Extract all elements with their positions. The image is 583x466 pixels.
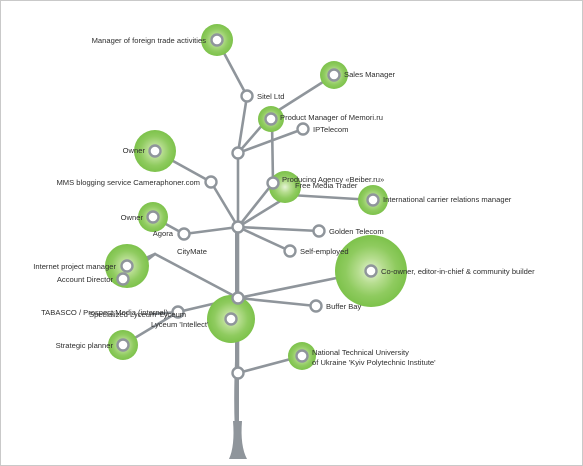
labels: Manager of foreign trade activities Sale… [33, 36, 535, 367]
node-sales-manager[interactable] [327, 68, 341, 82]
label-agora: Agora [153, 229, 174, 238]
label-owner-top: Owner [123, 146, 146, 155]
label-free-media: Free Media Trader [295, 181, 358, 190]
label-internet-pm: Internet project manager [33, 262, 116, 271]
node-internet-pm[interactable] [120, 259, 134, 273]
node-lyceum[interactable] [224, 312, 238, 326]
node-co-owner[interactable] [364, 264, 378, 278]
label-lyceum-line1: Specialized Lyceum 'Lyceum [89, 310, 186, 319]
node-buffer-bay[interactable] [309, 299, 323, 313]
label-sitel: Sitel Ltd [257, 92, 284, 101]
node-golden-telecom[interactable] [312, 224, 326, 238]
label-golden-telecom: Golden Telecom [329, 227, 384, 236]
node-sitel[interactable] [240, 89, 254, 103]
trunk-base [229, 421, 247, 459]
node-junction-center [231, 220, 245, 234]
label-strategic-planner: Strategic planner [56, 341, 114, 350]
label-self-employed: Self-employed [300, 247, 349, 256]
label-tabasco: TABASCO / Prospect Media (internal) [41, 308, 168, 317]
node-owner-mid[interactable] [146, 210, 160, 224]
node-intl-carrier[interactable] [366, 193, 380, 207]
node-product-manager[interactable] [264, 112, 278, 126]
node-junction-bottom [231, 366, 245, 380]
node-agora[interactable] [177, 227, 191, 241]
node-iptelecom[interactable] [296, 122, 310, 136]
node-junction-upper [231, 146, 245, 160]
label-account-director: Account Director [57, 275, 114, 284]
label-lyceum-line2: Lyceum 'Intellect' [151, 320, 209, 329]
label-citymate: CityMate [177, 247, 207, 256]
node-mms-blogging[interactable] [204, 175, 218, 189]
label-product-manager: Product Manager of Memori.ru [280, 113, 383, 122]
label-ntu-line1: National Technical University [312, 348, 409, 357]
node-account-director[interactable] [116, 272, 130, 286]
label-owner-mid: Owner [121, 213, 144, 222]
node-self-employed[interactable] [283, 244, 297, 258]
label-intl-carrier: International carrier relations manager [383, 195, 512, 204]
label-mms-blogging: MMS blogging service Cameraphoner.com [56, 178, 200, 187]
label-producing-agency: Producing Agency «Beiber.ru» [282, 175, 384, 184]
label-manager-foreign-trade: Manager of foreign trade activities [92, 36, 207, 45]
label-ntu-line2: of Ukraine 'Kyiv Polytechnic Institute' [312, 358, 436, 367]
node-manager-foreign-trade[interactable] [210, 33, 224, 47]
label-sales-manager: Sales Manager [344, 70, 396, 79]
nodes [116, 33, 380, 380]
node-producing-agency[interactable] [266, 176, 280, 190]
node-tabasco[interactable] [171, 305, 185, 319]
node-owner-top[interactable] [148, 144, 162, 158]
label-iptelecom: IPTelecom [313, 125, 348, 134]
node-junction-lower [231, 291, 245, 305]
node-ntu[interactable] [295, 349, 309, 363]
label-buffer-bay: Buffer Bay [326, 302, 362, 311]
node-strategic-planner[interactable] [116, 338, 130, 352]
label-co-owner: Co-owner, editor-in-chief & community bu… [381, 267, 535, 276]
